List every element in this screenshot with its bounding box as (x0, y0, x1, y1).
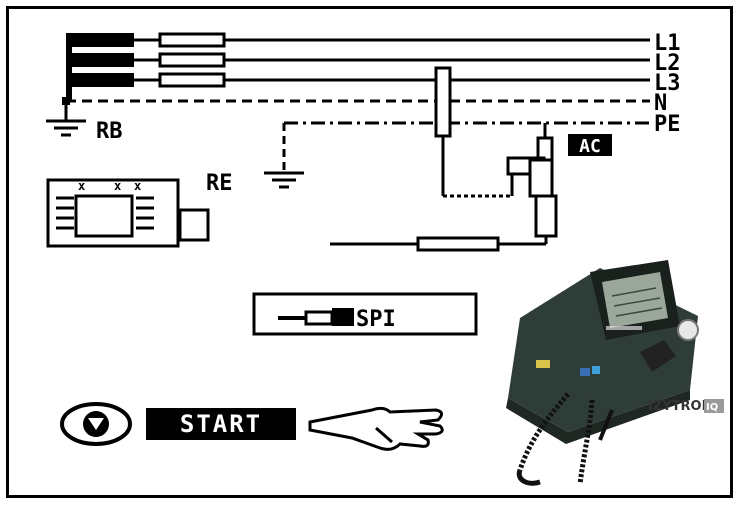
svg-text:x: x (134, 179, 141, 193)
label-rb: RB (96, 119, 123, 144)
svg-text:x: x (78, 179, 85, 193)
tester-icon-marks: x x x (78, 179, 141, 193)
pointing-hand-icon (308, 406, 444, 451)
label-re: RE (206, 171, 233, 196)
ac-label: AC (579, 136, 601, 157)
start-button[interactable]: START (146, 408, 296, 440)
rb-junction-dot (62, 97, 70, 105)
label-n: N (654, 91, 667, 116)
label-l3: L3 (654, 71, 681, 96)
rb-earth-symbol (46, 101, 86, 137)
measurement-lead (330, 236, 546, 252)
tester-icon (46, 178, 210, 248)
svg-text:x: x (114, 179, 121, 193)
start-key-icon[interactable] (60, 402, 132, 446)
watermark-text: IZYTRON (648, 399, 713, 414)
ac-badge: AC (568, 134, 612, 157)
test-plug (506, 123, 558, 244)
label-l1: L1 (654, 31, 681, 56)
watermark-suffix: IQ (706, 402, 718, 413)
supply-transformer (66, 33, 134, 101)
spi-plug-icon: SPI (252, 292, 478, 336)
line-labels: L1 L2 L3 N PE (654, 31, 681, 137)
test-probe-clamp (434, 66, 452, 196)
start-label: START (180, 410, 262, 438)
spi-label: SPI (356, 307, 396, 332)
tester-device-photo: IZYTRON IQ (500, 258, 728, 494)
fuses (158, 32, 226, 88)
label-pe: PE (654, 112, 681, 137)
re-earth-symbol (264, 171, 304, 189)
label-l2: L2 (654, 51, 681, 76)
